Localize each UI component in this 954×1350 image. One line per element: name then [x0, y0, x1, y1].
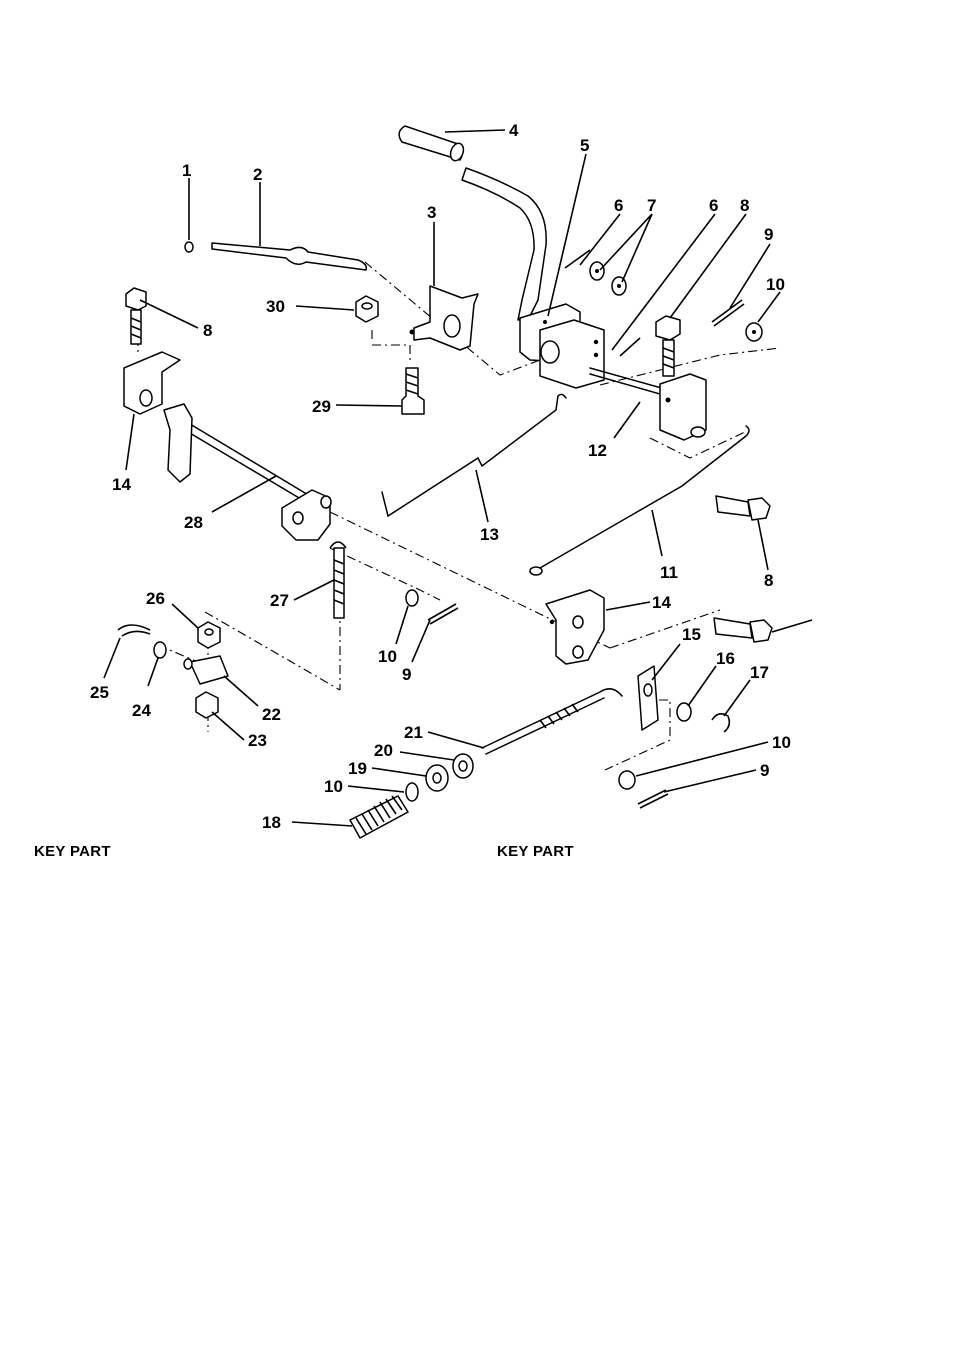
leader-lines — [104, 130, 812, 826]
callout-11: 11 — [660, 563, 678, 582]
washer — [590, 262, 626, 295]
callout-10: 10 — [772, 733, 791, 752]
washer — [154, 642, 166, 658]
callout-9: 9 — [764, 225, 773, 244]
cotter-pin — [428, 604, 458, 624]
key-part-label-right: KEY PART — [497, 843, 574, 860]
nut — [426, 765, 448, 791]
callout-6: 6 — [614, 196, 623, 215]
cotter-pin — [638, 790, 668, 808]
callout-19: 19 — [348, 759, 367, 778]
pivot-bracket — [410, 286, 479, 350]
washer — [406, 590, 418, 606]
callout-23: 23 — [248, 731, 267, 750]
hex-nut — [356, 296, 378, 322]
cross-shaft — [590, 368, 706, 440]
connecting-rod — [212, 243, 366, 270]
bolt — [716, 496, 770, 520]
bolt — [656, 316, 680, 376]
callout-15: 15 — [682, 625, 701, 644]
callout-26: 26 — [146, 589, 165, 608]
bolt — [402, 368, 424, 414]
washer — [406, 783, 418, 801]
lift-lever — [462, 168, 604, 388]
callout-24: 24 — [132, 701, 151, 720]
clip-pin — [185, 242, 193, 252]
callout-6: 6 — [709, 196, 718, 215]
adjusting-rod — [482, 689, 622, 754]
callout-22: 22 — [262, 705, 281, 724]
callout-8: 8 — [764, 571, 773, 590]
callout-25: 25 — [90, 683, 109, 702]
hairpin-clip — [118, 625, 150, 636]
callout-3: 3 — [427, 203, 436, 222]
callout-18: 18 — [262, 813, 281, 832]
callout-10: 10 — [378, 647, 397, 666]
callout-4: 4 — [509, 121, 519, 140]
nut — [198, 622, 220, 648]
mount-bracket — [546, 590, 604, 664]
mount-bracket — [124, 352, 180, 414]
callout-14: 14 — [652, 593, 671, 612]
callout-8: 8 — [203, 321, 212, 340]
callout-2: 2 — [253, 165, 262, 184]
nut — [453, 754, 473, 778]
callout-5: 5 — [580, 136, 589, 155]
callout-21: 21 — [404, 723, 423, 742]
callout-14: 14 — [112, 475, 131, 494]
callout-12: 12 — [588, 441, 607, 460]
callout-9: 9 — [402, 665, 411, 684]
callout-16: 16 — [716, 649, 735, 668]
callout-29: 29 — [312, 397, 331, 416]
pivot-block — [184, 656, 228, 684]
callout-30: 30 — [266, 297, 285, 316]
callout-10: 10 — [766, 275, 785, 294]
washer — [619, 771, 635, 789]
callout-28: 28 — [184, 513, 203, 532]
spring — [350, 796, 408, 838]
callout-13: 13 — [480, 525, 499, 544]
callout-numbers: 1 2 3 4 5 6 6 7 8 8 8 9 9 9 10 10 10 10 … — [90, 121, 791, 832]
callout-9: 9 — [760, 761, 769, 780]
e-clip — [712, 714, 729, 732]
callout-10: 10 — [324, 777, 343, 796]
callout-20: 20 — [374, 741, 393, 760]
key-part-label-left: KEY PART — [34, 843, 111, 860]
washer — [746, 323, 762, 341]
callout-7: 7 — [647, 196, 656, 215]
callout-27: 27 — [270, 591, 289, 610]
callout-17: 17 — [750, 663, 769, 682]
cotter-pin — [712, 300, 744, 326]
callout-1: 1 — [182, 161, 191, 180]
bolt — [126, 288, 146, 344]
callout-8: 8 — [740, 196, 749, 215]
bolt — [714, 618, 772, 642]
